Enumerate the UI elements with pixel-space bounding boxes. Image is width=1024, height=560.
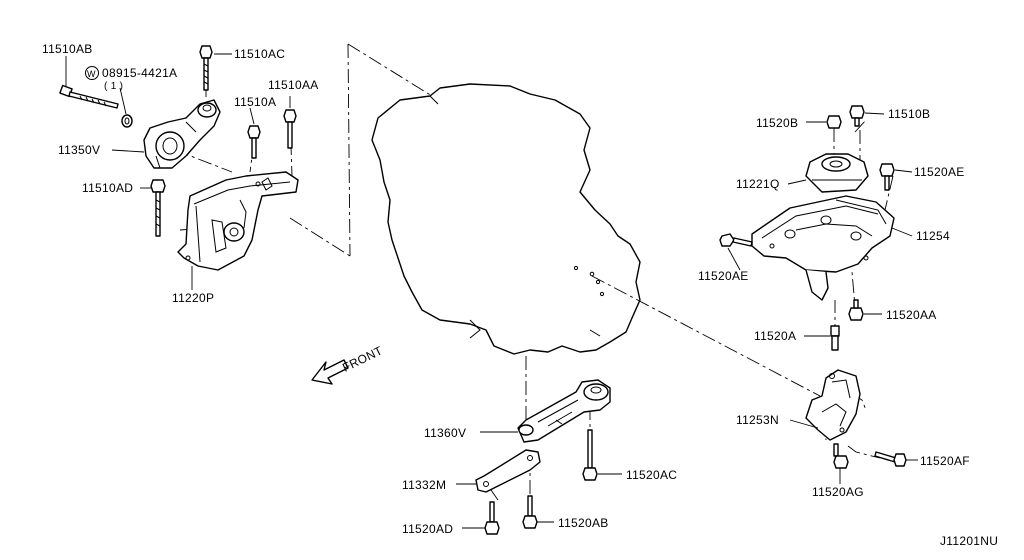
label-11520ab: 11520AB bbox=[558, 516, 609, 530]
washer-symbol-icon bbox=[85, 66, 99, 80]
label-11520b: 11520B bbox=[756, 116, 798, 130]
bottom-mount-assembly bbox=[475, 379, 611, 535]
label-11350v: 11350V bbox=[58, 143, 100, 157]
label-08915-qty: ( 1 ) bbox=[104, 81, 123, 92]
bolt-11510aa bbox=[283, 109, 297, 149]
bolt-11520ab bbox=[522, 495, 538, 529]
part-labels: 11510AB 11510AC W 08915-4421A ( 1 ) 1151… bbox=[42, 42, 998, 548]
label-11360v: 11360V bbox=[424, 426, 466, 440]
bolt-11510ab bbox=[59, 84, 119, 109]
front-label: FRONT bbox=[340, 343, 385, 375]
insulator-11221q bbox=[805, 153, 869, 193]
label-11510aa: 11510AA bbox=[268, 78, 319, 92]
bolt-11520ag bbox=[833, 443, 849, 469]
bracket-11332m bbox=[475, 449, 541, 493]
label-11253n: 11253N bbox=[736, 413, 779, 427]
front-direction-indicator: FRONT bbox=[311, 343, 385, 385]
bolt-11520af bbox=[874, 451, 907, 467]
bolt-11510b bbox=[849, 105, 865, 127]
bolt-11520aa bbox=[848, 299, 864, 321]
label-11520a: 11520A bbox=[754, 329, 796, 343]
label-11510ac: 11510AC bbox=[234, 47, 285, 61]
bolt-11520b bbox=[826, 115, 842, 129]
label-08915-4421a: 08915-4421A bbox=[102, 66, 177, 80]
label-11520ag: 11520AG bbox=[812, 485, 864, 499]
washer-08915 bbox=[121, 114, 133, 128]
label-11520ae-top: 11520AE bbox=[914, 165, 965, 179]
bolt-11510ad bbox=[150, 179, 166, 237]
label-11220p: 11220P bbox=[172, 291, 214, 305]
front-arrow-icon bbox=[311, 359, 349, 385]
label-11332m: 11332M bbox=[402, 478, 446, 492]
bolt-11520ad bbox=[484, 501, 500, 535]
leader-lines bbox=[65, 53, 918, 529]
bolt-11510a bbox=[247, 125, 261, 159]
label-11221q: 11221Q bbox=[736, 177, 780, 191]
label-11520af: 11520AF bbox=[920, 454, 970, 468]
label-11520ae-left: 11520AE bbox=[698, 269, 749, 283]
bolt-11520ae-top bbox=[879, 163, 895, 191]
label-11254: 11254 bbox=[916, 229, 950, 243]
bracket-11253n bbox=[805, 369, 861, 441]
diagram-code: J11201NU bbox=[940, 534, 998, 548]
engine-block-outline bbox=[371, 83, 641, 355]
label-11510b: 11510B bbox=[888, 107, 930, 121]
bolt-11520ac bbox=[582, 429, 598, 481]
label-08915-symbol: W bbox=[87, 69, 96, 79]
bracket-11220p bbox=[177, 171, 299, 271]
bolt-11520ae-left bbox=[719, 233, 753, 247]
torque-rod-11350v bbox=[143, 99, 221, 169]
stud-11520a bbox=[830, 325, 840, 351]
label-11510ad: 11510AD bbox=[82, 181, 133, 195]
label-11520ad: 11520AD bbox=[402, 522, 453, 536]
label-11520aa: 11520AA bbox=[886, 308, 937, 322]
torque-rod-11360v bbox=[517, 379, 611, 443]
right-mount-assembly bbox=[719, 105, 907, 469]
bracket-11254 bbox=[751, 195, 895, 301]
left-mount-assembly bbox=[59, 45, 299, 271]
bolt-11510ac bbox=[199, 45, 213, 91]
label-11510a: 11510A bbox=[234, 95, 276, 109]
label-11510ab: 11510AB bbox=[42, 42, 93, 56]
label-11520ac: 11520AC bbox=[626, 468, 677, 482]
